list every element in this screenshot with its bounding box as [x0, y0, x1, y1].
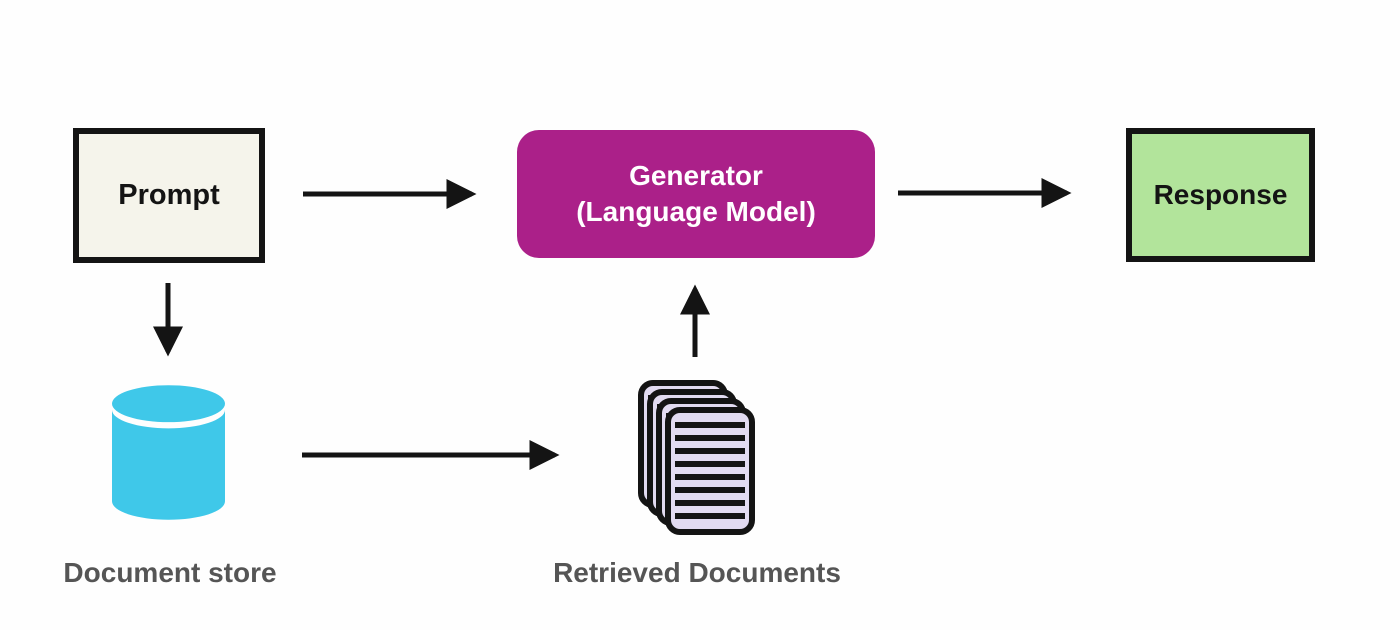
- document-text-lines: [675, 422, 745, 520]
- retrieved-documents-label: Retrieved Documents: [553, 557, 841, 588]
- response-node: Response: [1126, 128, 1315, 262]
- generator-label-line1: Generator: [629, 160, 763, 191]
- generator-label-line2: (Language Model): [576, 196, 816, 227]
- database-cylinder-icon: [112, 385, 225, 520]
- document-page-icon: [665, 407, 755, 535]
- documents-stack-icon: [638, 380, 755, 535]
- prompt-node: Prompt: [73, 128, 265, 263]
- response-label: Response: [1153, 179, 1288, 210]
- prompt-label: Prompt: [118, 179, 220, 211]
- document-store-label: Document store: [63, 557, 277, 588]
- generator-node: Generator (Language Model): [517, 130, 875, 258]
